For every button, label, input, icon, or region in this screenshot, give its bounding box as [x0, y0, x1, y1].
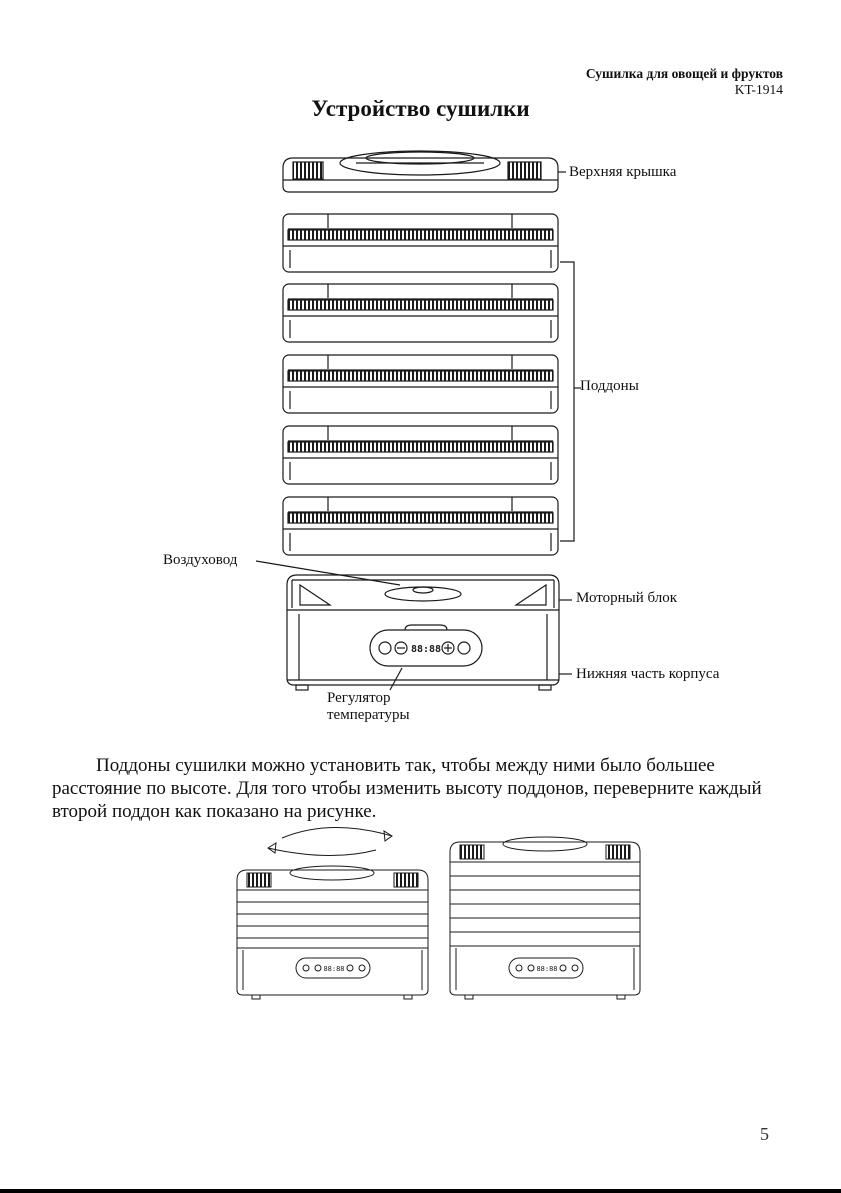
motor-base — [286, 574, 560, 691]
instruction-text: Поддоны сушилки можно установить так, чт… — [52, 755, 762, 822]
label-temp-regulator-1: Регулятор — [327, 690, 391, 706]
dryer-compact — [236, 865, 429, 1000]
dryer-expanded — [449, 836, 641, 1000]
header-product-title: Сушилка для овощей и фруктов — [585, 66, 783, 81]
tray-2 — [282, 283, 559, 343]
header-model: KT-1914 — [734, 82, 783, 97]
label-trays: Поддоны — [580, 378, 639, 394]
tray-4 — [282, 425, 559, 485]
small-display-right: 88:88 — [536, 965, 557, 973]
label-top-lid: Верхняя крышка — [569, 164, 677, 180]
rotate-arrows-icon — [267, 826, 393, 857]
page-number: 5 — [760, 1124, 769, 1144]
small-display-left: 88:88 — [323, 965, 344, 973]
tray-3 — [282, 354, 559, 414]
label-air-duct: Воздуховод — [163, 552, 238, 568]
tray-5 — [282, 496, 559, 556]
panel-display: 88:88 — [411, 644, 441, 655]
label-temp-regulator-2: температуры — [327, 707, 410, 723]
top-lid — [282, 150, 559, 193]
page-title: Устройство сушилки — [311, 96, 530, 121]
bottom-rule — [0, 1189, 841, 1193]
label-motor-block: Моторный блок — [576, 590, 678, 606]
tray-1 — [282, 213, 559, 273]
label-body-bottom: Нижняя часть корпуса — [576, 666, 720, 682]
